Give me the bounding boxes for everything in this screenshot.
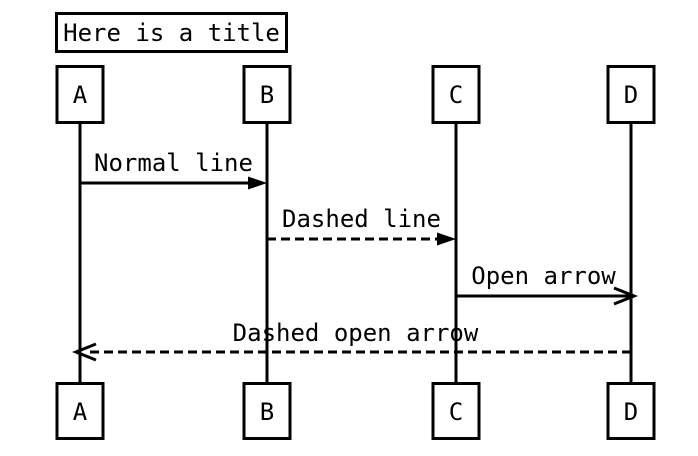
actor-top-d-box: [606, 65, 656, 124]
actor-bottom-b-label: B: [260, 398, 274, 426]
actor-top-c-box: [431, 65, 481, 124]
message-2-filled-arrowhead-icon: [437, 232, 456, 246]
message-4-open-arrowhead-icon: [71, 342, 97, 362]
actor-bottom-a-box: [55, 382, 105, 440]
message-2-label: Dashed line: [282, 205, 441, 233]
message-3-label: Open arrow: [471, 262, 616, 290]
actor-top-c-label: C: [449, 81, 463, 109]
actor-top-a-box: [55, 65, 105, 124]
actor-top-d-label: D: [624, 81, 638, 109]
actor-bottom-c-label: C: [449, 398, 463, 426]
message-1-label: Normal line: [94, 149, 253, 177]
actor-bottom-d-label: D: [624, 398, 638, 426]
actor-bottom-b-box: [242, 382, 292, 440]
actor-bottom-a-label: A: [73, 398, 88, 426]
message-3-open-arrowhead-icon: [613, 286, 639, 306]
actor-bottom-d-box: [606, 382, 656, 440]
diagram-title: Here is a title: [63, 19, 280, 47]
actor-bottom-c-box: [431, 382, 481, 440]
actor-top-b-box: [242, 65, 292, 124]
title-box: [55, 12, 288, 53]
actor-top-b-label: B: [260, 81, 274, 109]
message-4-label: Dashed open arrow: [233, 319, 479, 347]
message-1-filled-arrowhead-icon: [248, 176, 267, 190]
actor-top-a-label: A: [73, 81, 88, 109]
